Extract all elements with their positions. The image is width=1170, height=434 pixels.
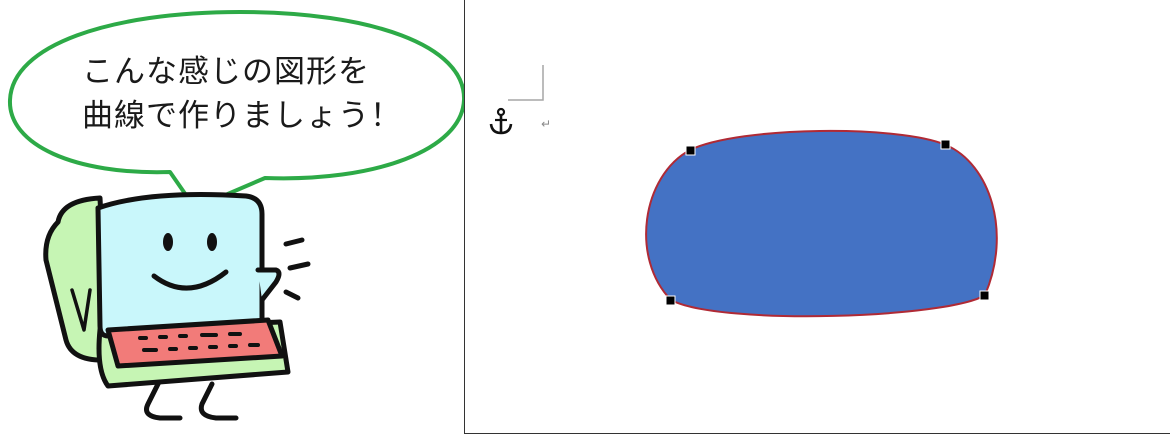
mascot-face (163, 233, 217, 251)
keyboard-keys (138, 332, 260, 352)
mascot-body (43, 195, 111, 363)
motion-lines (283, 237, 311, 301)
edit-point-bottom-right[interactable] (979, 290, 990, 301)
edit-point-top-right[interactable] (940, 139, 951, 150)
mascot-drawing (7, 10, 464, 421)
mascot-illustration: こんな感じの図形を 曲線で作りましょう！ (0, 0, 464, 428)
speech-bubble-line-2: 曲線で作りましょう！ (82, 98, 402, 134)
anchor-icon (489, 107, 513, 135)
edit-point-bottom-left[interactable] (665, 295, 676, 306)
mascot-keyboard (105, 317, 285, 369)
mascot-legs (144, 377, 239, 421)
mascot-screen (95, 192, 265, 339)
paragraph-mark: ↵ (541, 117, 552, 131)
edit-point-top-left[interactable] (685, 145, 696, 156)
speech-bubble-line-1: こんな感じの図形を (82, 54, 370, 90)
freeform-curve-shape[interactable] (645, 129, 998, 318)
speech-bubble-text: こんな感じの図形を 曲線で作りましょう！ (82, 50, 442, 138)
shape-edit-points (665, 139, 990, 306)
speech-bubble (7, 10, 464, 210)
margin-crop-mark (508, 65, 544, 101)
